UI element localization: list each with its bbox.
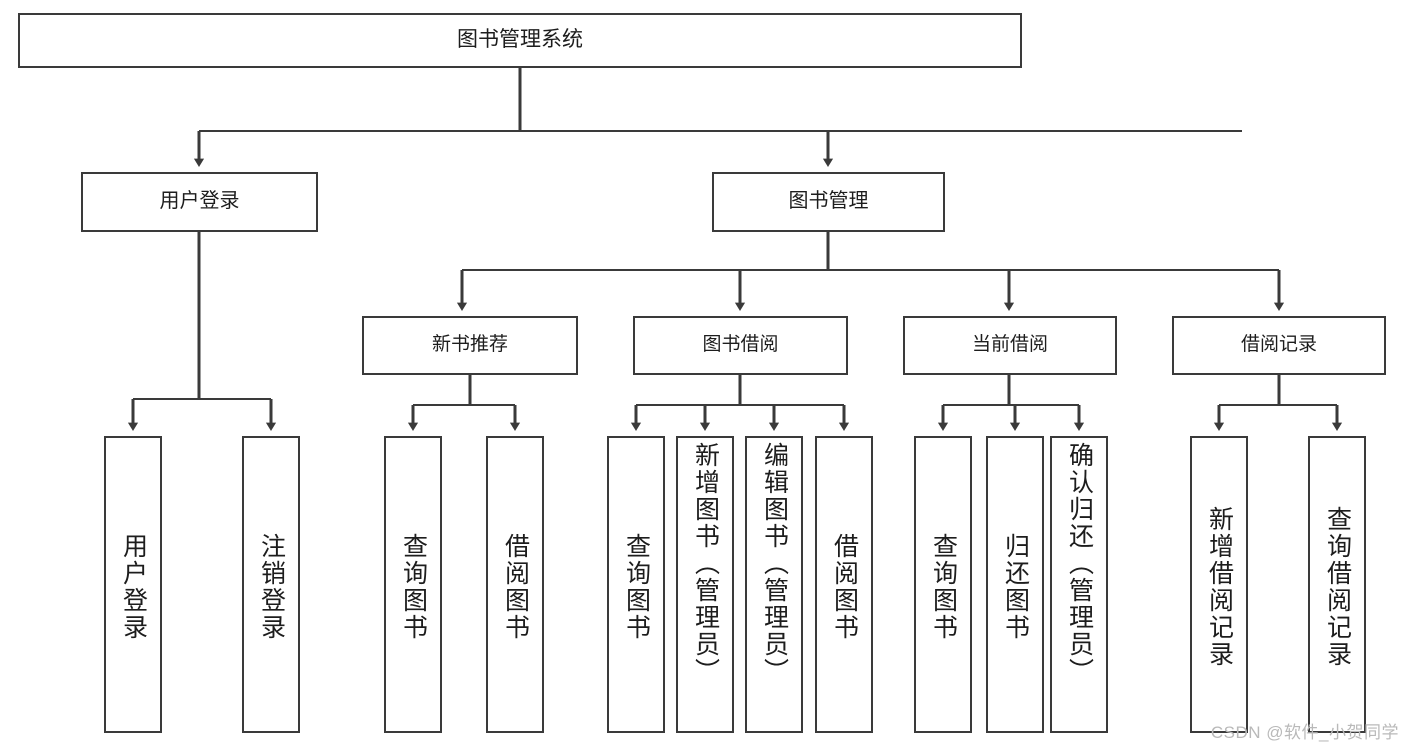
- node-label: 图书管理: [788, 190, 869, 213]
- leaf-current-borrow-query[interactable]: 查询图书: [914, 436, 972, 733]
- node-label: 用户登录: [159, 190, 240, 213]
- node-book-borrow[interactable]: 图书借阅: [633, 316, 848, 375]
- node-label: 查询图书: [622, 532, 651, 641]
- node-root-system[interactable]: 图书管理系统: [18, 13, 1022, 68]
- csdn-watermark: CSDN @软件_小贺同学: [1210, 723, 1399, 742]
- node-label: 借阅图书: [830, 532, 859, 641]
- node-label: 借阅记录: [1240, 334, 1317, 356]
- leaf-book-borrow-edit[interactable]: 编辑图书（管理员）: [745, 436, 803, 733]
- leaf-borrow-record-query[interactable]: 查询借阅记录: [1308, 436, 1366, 733]
- leaf-user-login-logout[interactable]: 注销登录: [242, 436, 300, 733]
- leaf-book-borrow-borrow[interactable]: 借阅图书: [815, 436, 873, 733]
- node-label: 归还图书: [1001, 532, 1030, 641]
- node-label: 借阅图书: [501, 532, 530, 641]
- node-label: 新增借阅记录: [1205, 505, 1234, 668]
- node-new-book-recommend[interactable]: 新书推荐: [362, 316, 578, 375]
- leaf-new-book-query[interactable]: 查询图书: [384, 436, 442, 733]
- node-label: 查询图书: [929, 532, 958, 641]
- node-label: 查询图书: [399, 532, 428, 641]
- node-label: 新增图书（管理员）: [691, 442, 720, 685]
- node-label: 图书借阅: [702, 334, 779, 356]
- node-label: 查询借阅记录: [1323, 505, 1352, 668]
- leaf-borrow-record-add[interactable]: 新增借阅记录: [1190, 436, 1248, 733]
- node-label: 编辑图书（管理员）: [760, 442, 789, 685]
- leaf-current-borrow-confirm-return[interactable]: 确认归还（管理员）: [1050, 436, 1108, 733]
- node-label: 注销登录: [257, 532, 286, 641]
- node-label: 图书管理系统: [457, 28, 583, 52]
- leaf-book-borrow-query[interactable]: 查询图书: [607, 436, 665, 733]
- node-label: 用户登录: [119, 532, 148, 641]
- node-book-management[interactable]: 图书管理: [712, 172, 945, 232]
- node-label: 当前借阅: [971, 334, 1048, 356]
- leaf-user-login-login[interactable]: 用户登录: [104, 436, 162, 733]
- node-label: 新书推荐: [431, 334, 508, 356]
- node-current-borrow[interactable]: 当前借阅: [903, 316, 1117, 375]
- node-borrow-record[interactable]: 借阅记录: [1172, 316, 1386, 375]
- node-label: 确认归还（管理员）: [1065, 442, 1094, 685]
- node-user-login[interactable]: 用户登录: [81, 172, 318, 232]
- leaf-current-borrow-return[interactable]: 归还图书: [986, 436, 1044, 733]
- leaf-new-book-borrow[interactable]: 借阅图书: [486, 436, 544, 733]
- leaf-book-borrow-add[interactable]: 新增图书（管理员）: [676, 436, 734, 733]
